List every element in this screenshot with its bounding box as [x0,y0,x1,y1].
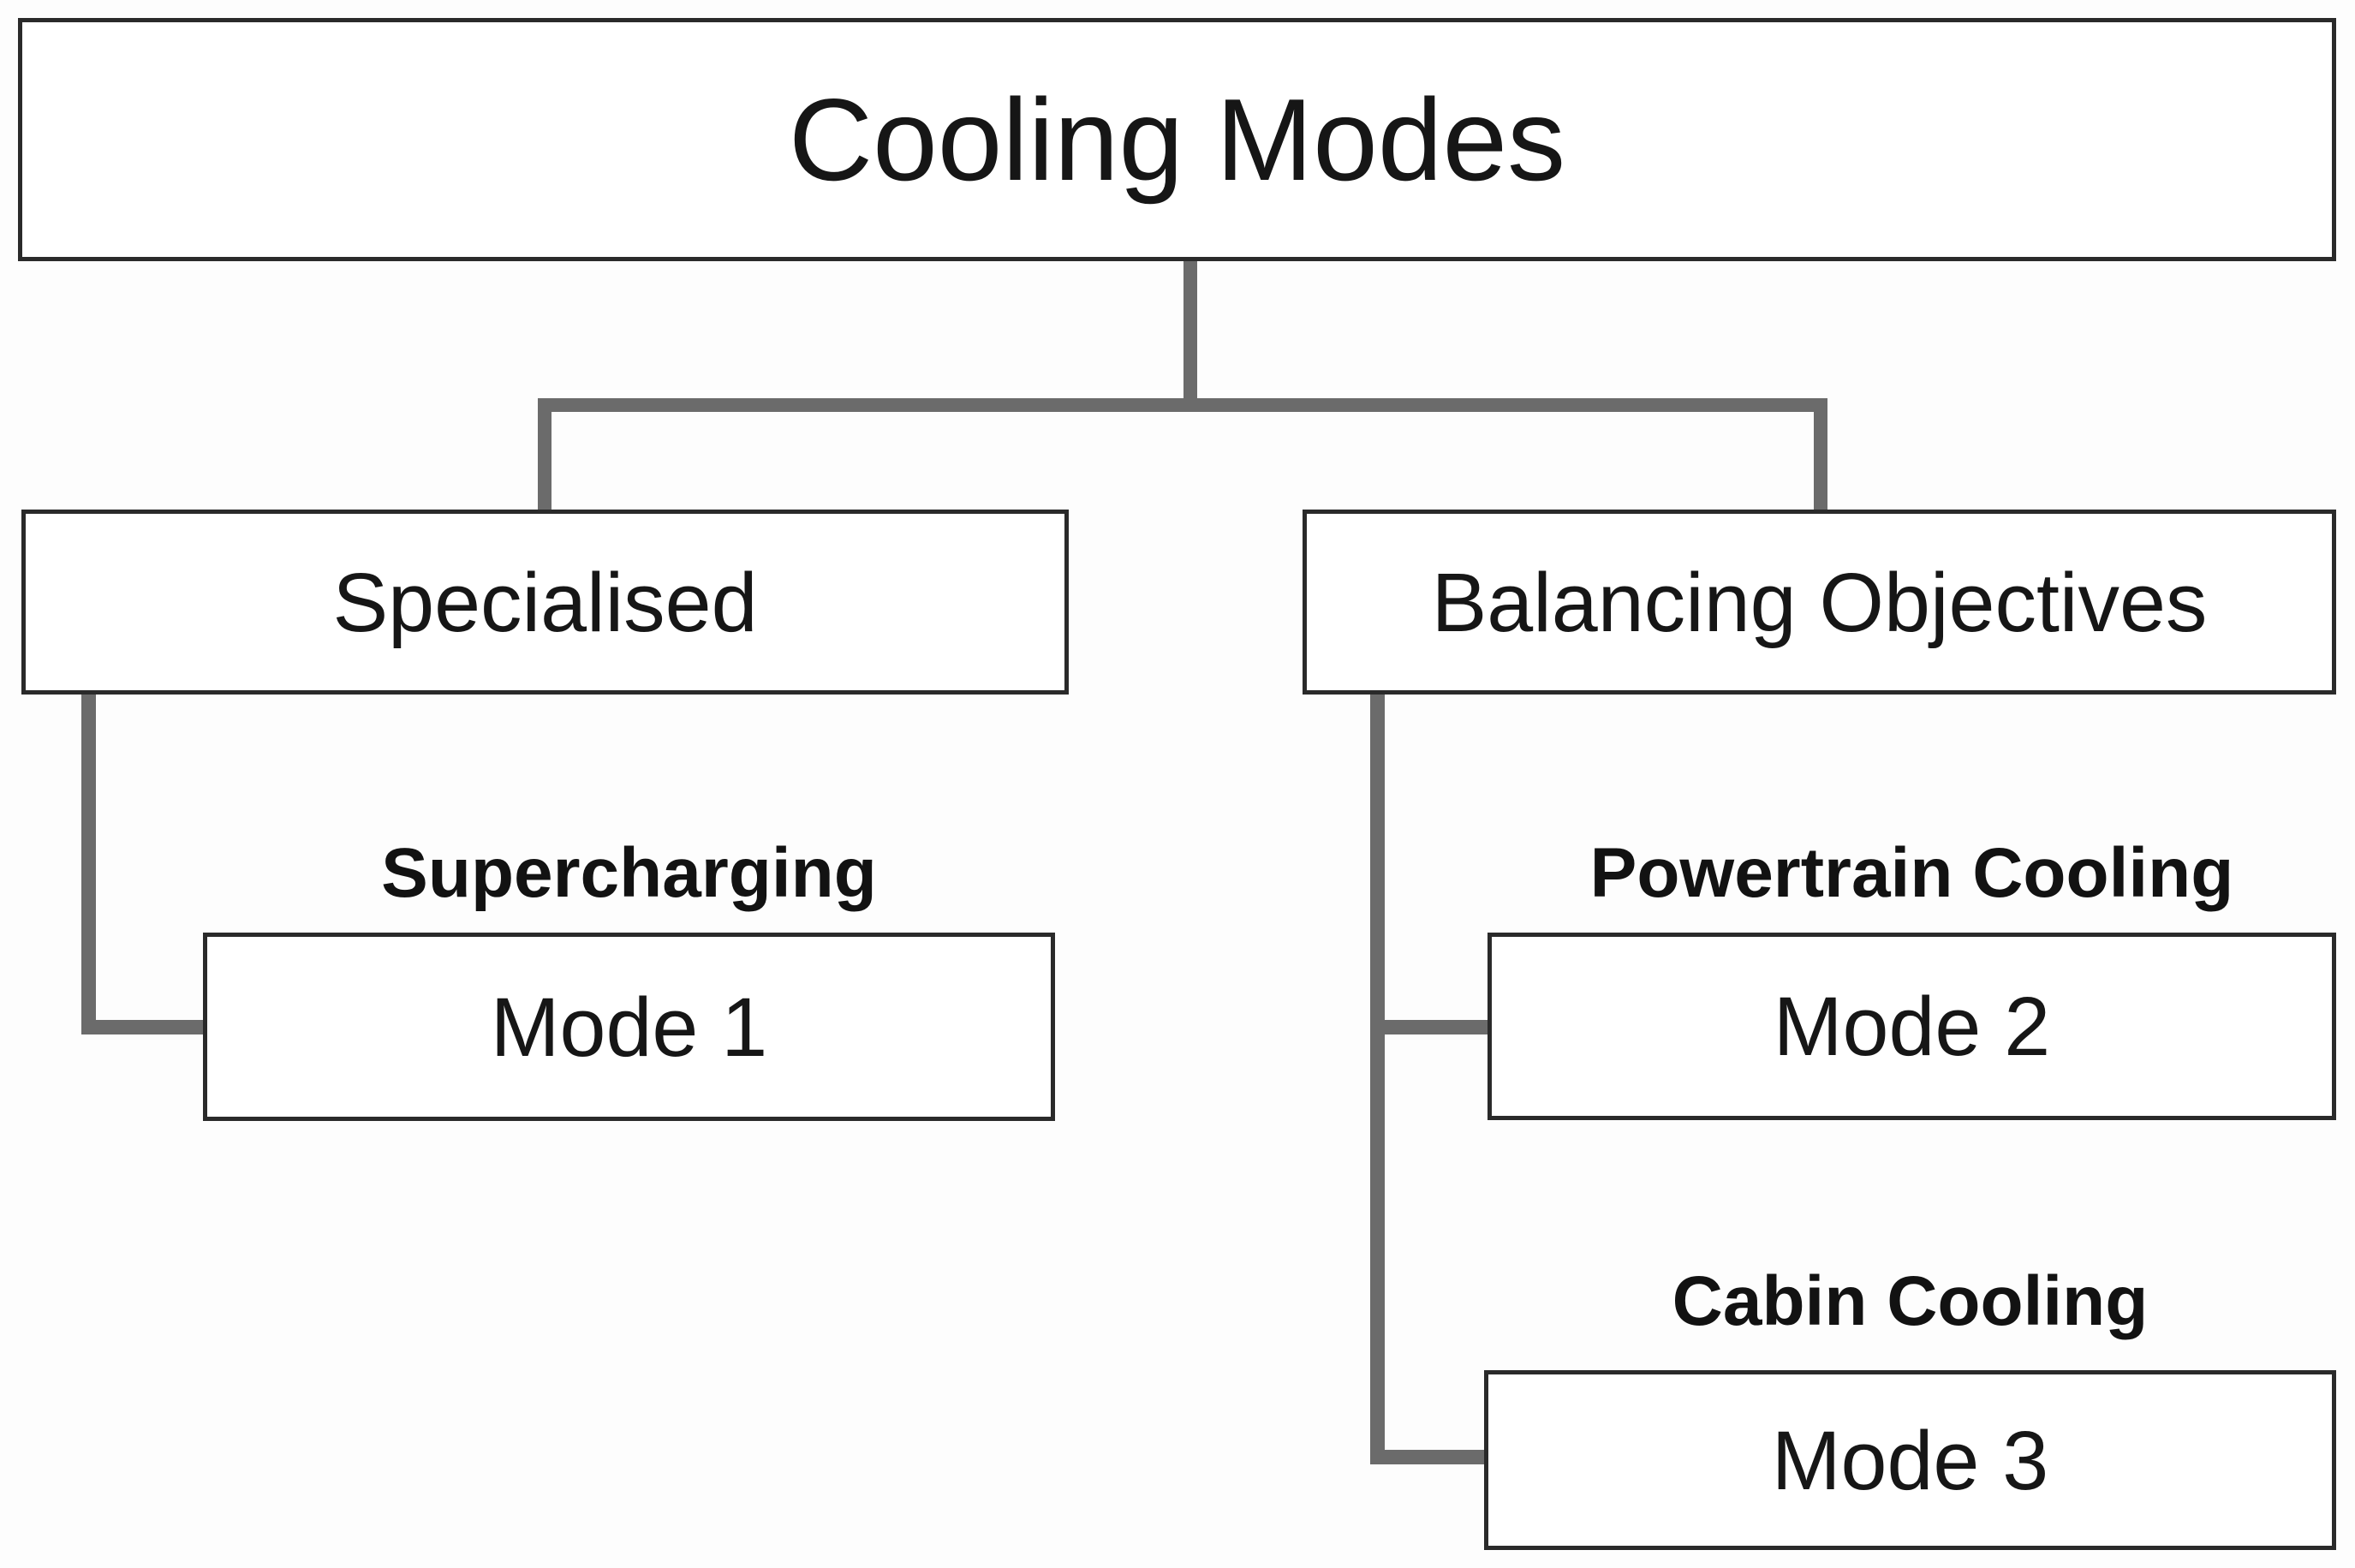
node-mode-3-label: Mode 3 [1771,1413,2049,1507]
caption-supercharging: Supercharging [381,834,877,912]
connector-specialised-trunk [81,693,96,1034]
node-mode-1-label: Mode 1 [490,980,768,1074]
caption-cabin-cooling: Cabin Cooling [1672,1262,2149,1340]
node-specialised-label: Specialised [332,555,758,649]
node-balancing-objectives-label: Balancing Objectives [1431,555,2208,649]
connector-left-branch-drop [538,398,551,511]
node-cooling-modes: Cooling Modes [18,18,2336,261]
node-mode-1: Mode 1 [203,933,1055,1121]
node-specialised: Specialised [21,510,1069,695]
node-mode-3: Mode 3 [1484,1370,2336,1550]
connector-right-branch-drop [1814,398,1827,511]
connector-mode2-stub [1370,1020,1488,1034]
node-cooling-modes-label: Cooling Modes [788,75,1566,205]
caption-powertrain-cooling: Powertrain Cooling [1589,834,2234,912]
connector-balancing-trunk [1370,693,1385,1464]
connector-mode3-stub [1370,1450,1484,1464]
node-mode-2-label: Mode 2 [1773,980,2051,1073]
connector-crossbar [538,398,1827,412]
node-mode-2: Mode 2 [1488,933,2336,1120]
connector-mode1-stub [81,1020,203,1034]
node-balancing-objectives: Balancing Objectives [1303,510,2336,695]
connector-root-drop [1183,259,1197,400]
